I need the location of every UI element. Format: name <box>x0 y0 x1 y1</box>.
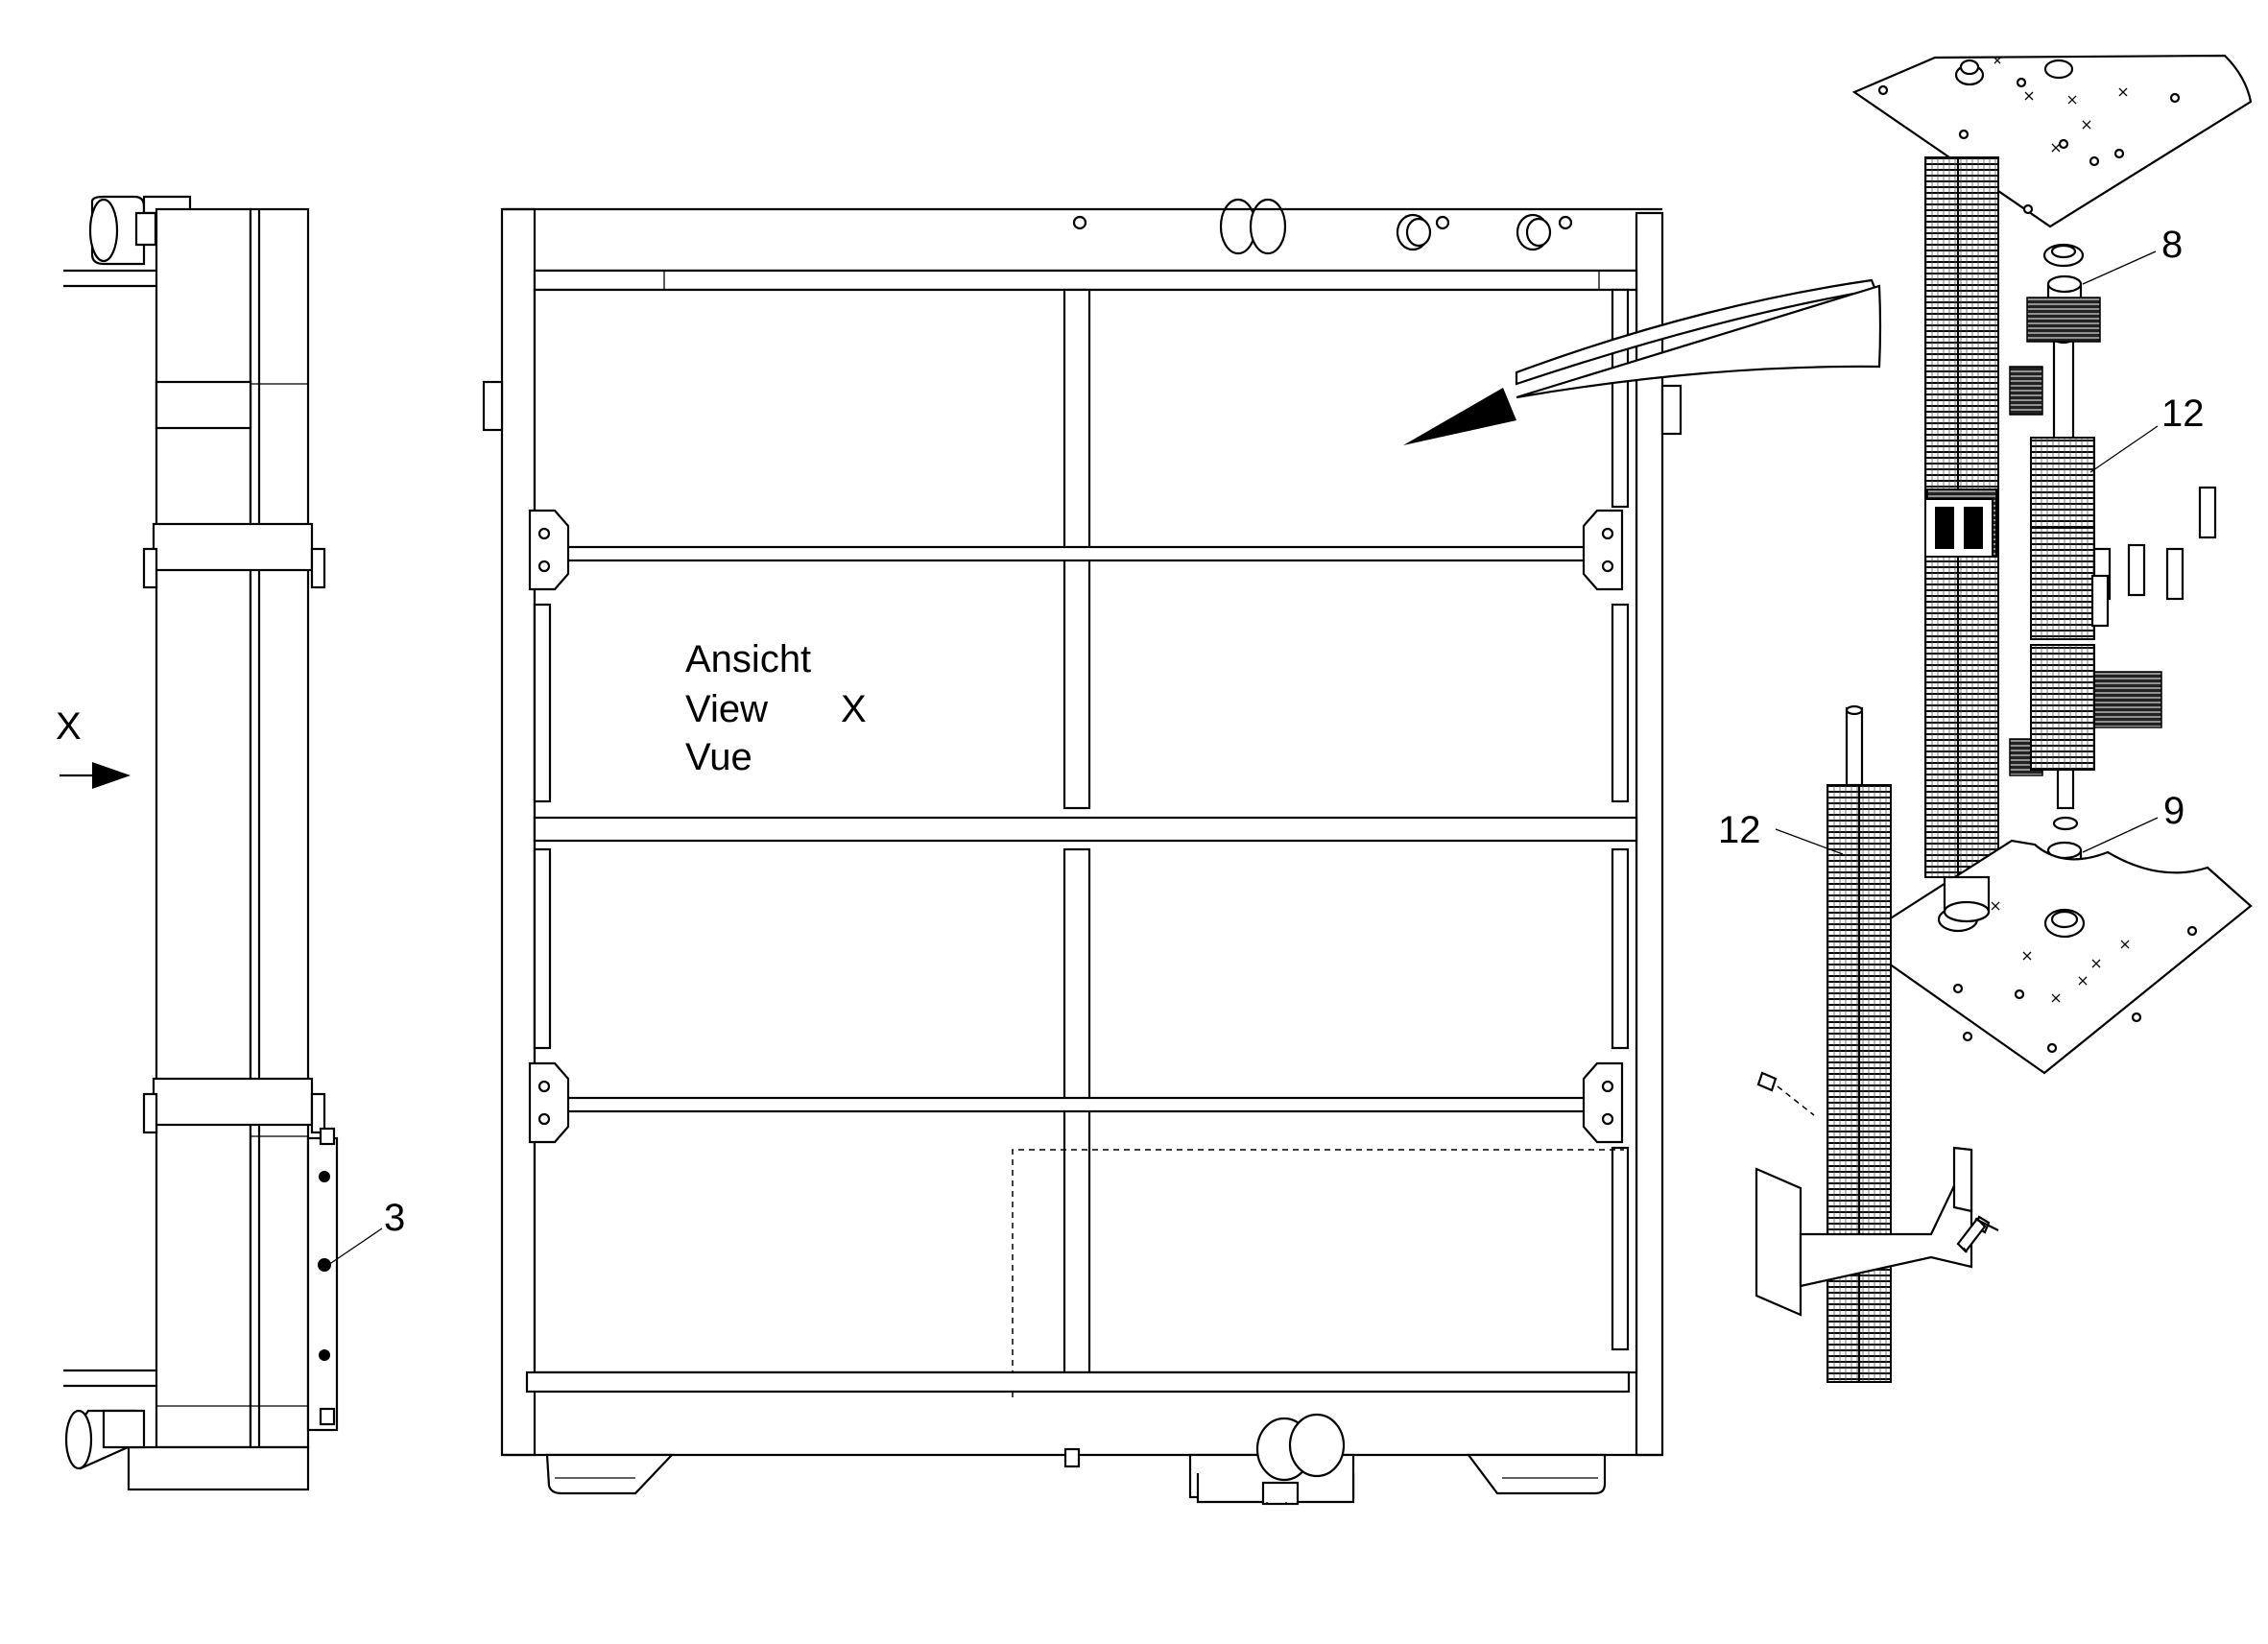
caption-view-marker: X <box>841 688 867 730</box>
callout-9-label: 9 <box>2163 790 2184 832</box>
view-arrow-label: X <box>56 705 82 748</box>
caption-ansicht: Ansicht <box>685 638 811 680</box>
exploded-core-detail <box>1755 54 2253 1383</box>
caption-view: View <box>685 688 768 730</box>
callout-3: 3 <box>327 1197 405 1266</box>
detail-pointer-arrow <box>1403 278 1882 445</box>
callout-9: 9 <box>2082 790 2184 853</box>
callout-12-left: 12 <box>1718 809 1844 855</box>
callout-8: 8 <box>2082 224 2183 285</box>
view-direction-indicator: X <box>56 705 131 789</box>
callout-3-label: 3 <box>384 1197 405 1239</box>
caption-vue: Vue <box>685 736 752 778</box>
callout-12-right: 12 <box>2089 393 2205 473</box>
side-view-radiator <box>63 195 339 1491</box>
callout-8-label: 8 <box>2161 224 2183 266</box>
front-view-radiator <box>482 198 1683 1506</box>
callout-12-right-label: 12 <box>2161 393 2205 435</box>
view-caption: Ansicht View X Vue <box>685 638 867 778</box>
callout-12-left-label: 12 <box>1718 809 1761 851</box>
